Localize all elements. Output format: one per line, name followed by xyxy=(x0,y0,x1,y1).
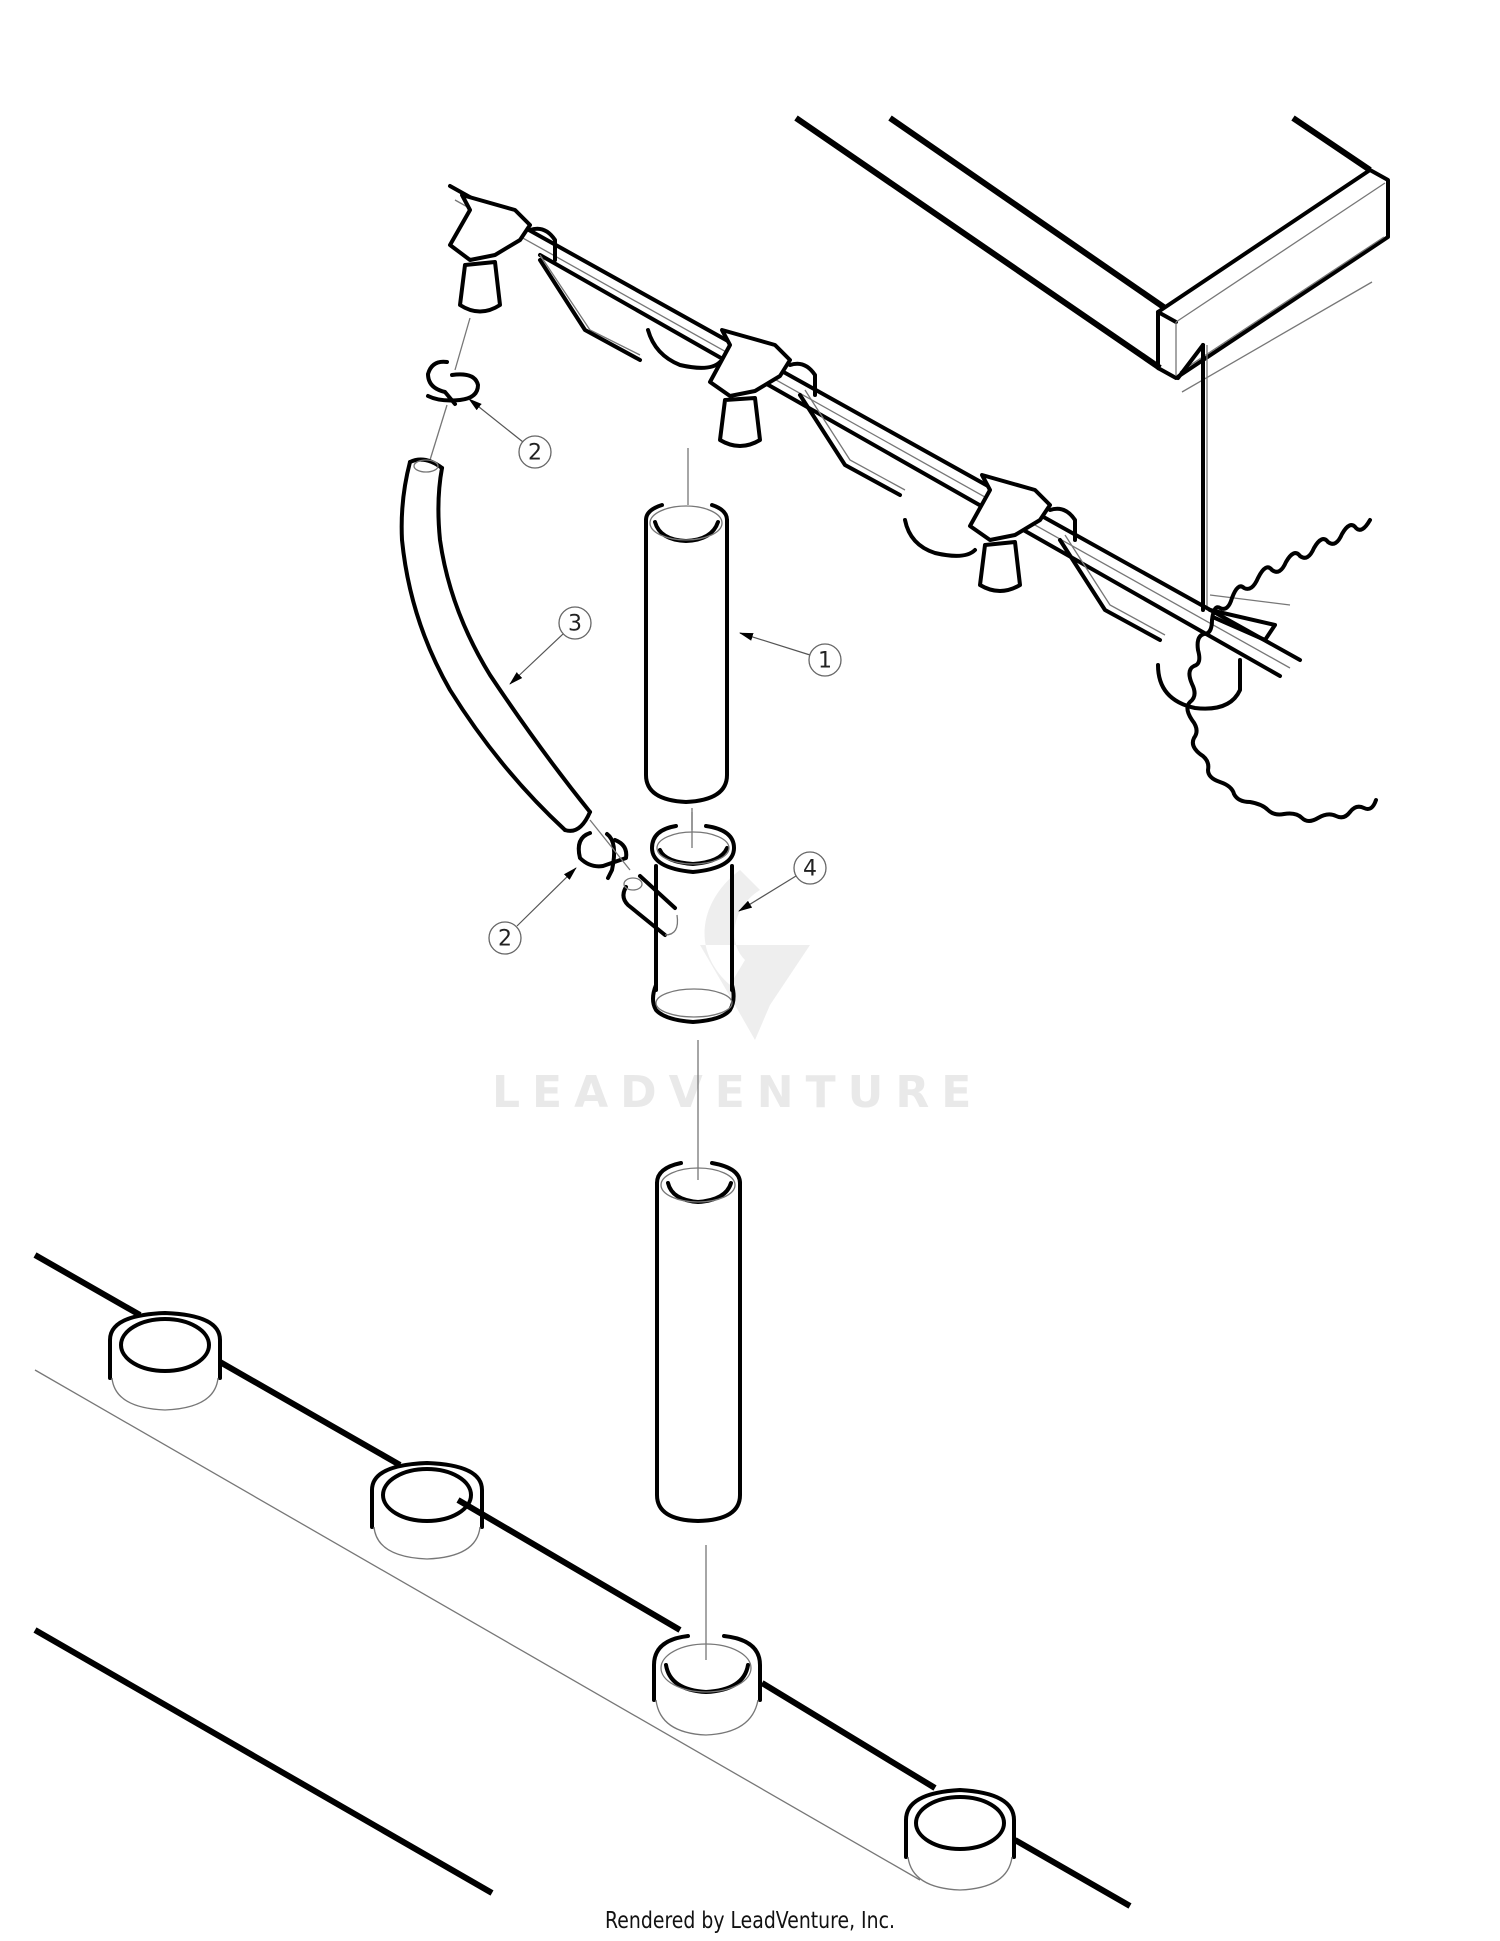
watermark-text: LEADVENTURE xyxy=(492,1067,983,1118)
callout-1[interactable]: 1 xyxy=(739,632,842,677)
cup-1 xyxy=(108,1311,222,1411)
spray-boom xyxy=(448,184,1302,711)
svg-text:2: 2 xyxy=(528,441,542,466)
watermark: LEADVENTURE xyxy=(492,870,983,1118)
svg-text:4: 4 xyxy=(803,857,817,882)
rendered-by-footer: Rendered by LeadVenture, Inc. xyxy=(605,1908,895,1934)
callout-2-upper[interactable]: 2 xyxy=(468,398,552,469)
lower-manifold xyxy=(33,1252,1132,1909)
svg-text:2: 2 xyxy=(498,927,512,952)
hose-clip-lower xyxy=(576,819,631,880)
hose xyxy=(399,457,592,833)
svg-text:3: 3 xyxy=(568,612,582,637)
deck-frame xyxy=(794,115,1390,612)
watermark-logo-icon xyxy=(700,870,810,1040)
spring xyxy=(1185,518,1378,823)
cup-3 xyxy=(652,1634,762,1736)
cup-4 xyxy=(904,1788,1016,1891)
nozzle-1 xyxy=(448,193,722,370)
hose-clip-upper xyxy=(426,317,480,461)
callout-4[interactable]: 4 xyxy=(738,851,827,912)
nozzle-3 xyxy=(968,473,1242,711)
cup-2 xyxy=(370,1461,484,1560)
upper-tube xyxy=(644,448,729,830)
tee-fitting xyxy=(621,812,736,1024)
nozzle-2 xyxy=(708,328,977,558)
lower-tube xyxy=(655,1040,742,1660)
callout-2-lower[interactable]: 2 xyxy=(488,867,577,955)
callout-3[interactable]: 3 xyxy=(509,606,592,685)
svg-text:1: 1 xyxy=(818,649,832,674)
